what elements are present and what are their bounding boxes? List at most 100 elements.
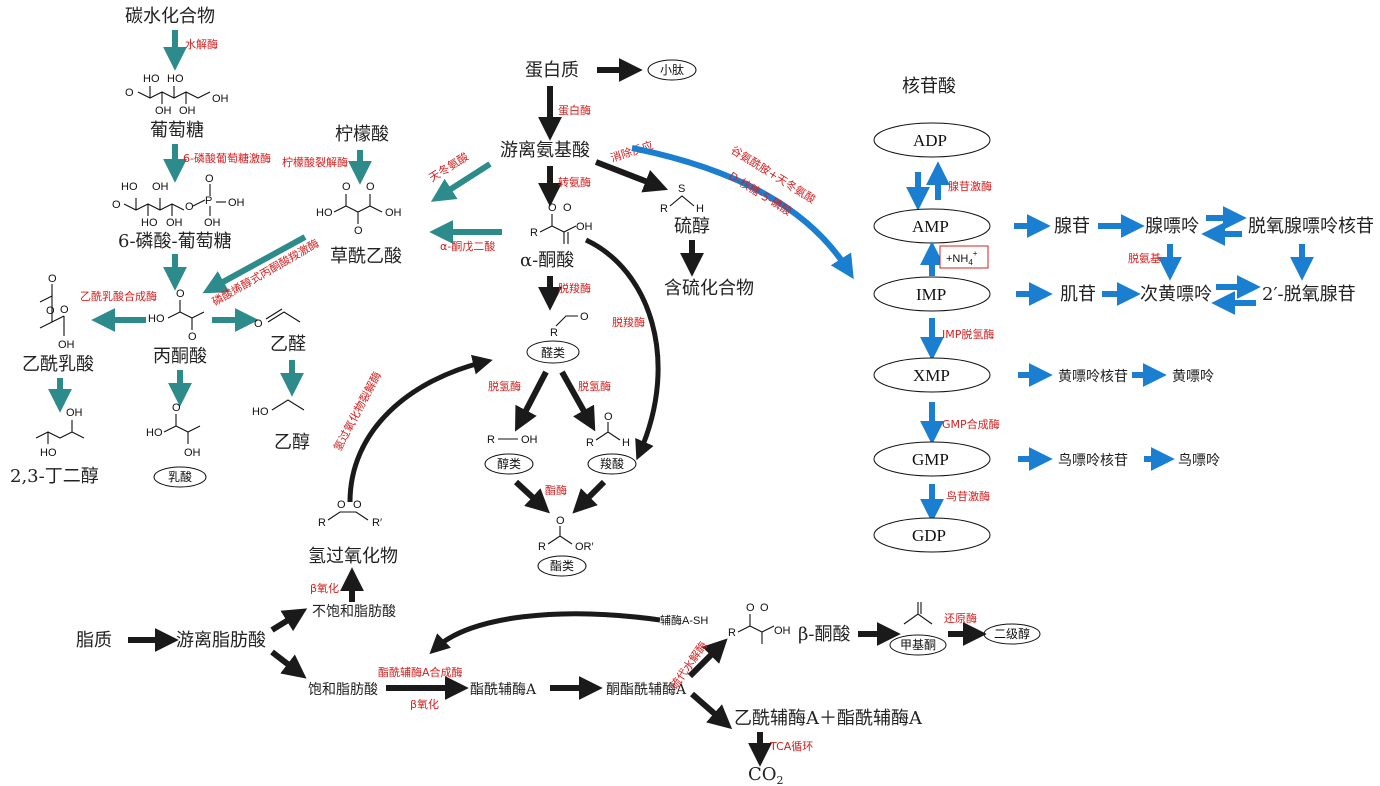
svg-text:OH: OH [152,181,169,193]
methyl-ketone-ellipse [889,634,947,656]
alpha-ketoacid-structure: R O O OH [530,202,593,244]
enzyme-imp-dh: IMP脱氢酶 [942,327,994,341]
enzyme-dehydrogenase1: 脱氢酶 [488,379,521,393]
svg-text:R: R [728,627,736,639]
svg-text:HO: HO [121,181,138,193]
node-xanthine: 黄嘌呤 [1172,368,1214,385]
svg-text:O: O [580,311,589,323]
svg-text:HO: HO [252,406,269,418]
svg-text:O: O [366,181,375,193]
svg-text:O: O [556,515,565,527]
arrow-aa-to-thiol [594,159,669,193]
svg-text:R: R [660,203,668,215]
node-inosine: 肌苷 [1060,284,1096,305]
node-xmp: XMP [913,366,950,385]
svg-text:OH: OH [66,407,83,419]
pyruvate-structure: HO O O [148,288,205,343]
node-g6p: 6-磷酸-葡萄糖 [118,231,232,252]
oxaloacetate-structure: HO O O O OH [316,181,402,237]
svg-text:R: R [550,327,558,339]
node-alcohols: 醇类 [497,456,521,471]
svg-text:O: O [112,199,121,211]
secondary-alcohol-ellipse [983,623,1041,645]
svg-text:OH: OH [166,217,183,229]
svg-text:HO: HO [316,207,333,219]
node-hypoxanthine: 次黄嘌呤 [1140,284,1212,305]
node-free-fatty-acid: 游离脂肪酸 [176,630,266,651]
node-nucleotide: 核苷酸 [902,76,956,97]
svg-text:HO: HO [40,447,57,459]
node-secondary-alcohol: 二级醇 [994,626,1030,641]
svg-text:O: O [125,87,134,99]
svg-text:O: O [46,305,55,317]
svg-text:O: O [353,499,362,511]
svg-text:H: H [622,437,630,449]
arrow-ketoacylcoa-to-betaketo [687,638,728,679]
enzyme-hydrolase: 水解酶 [185,37,218,51]
node-xanthosine: 黄嘌呤核苷 [1058,368,1128,385]
node-carbohydrate: 碳水化合物 [125,6,215,27]
g6p-structure: O HO OH HO OH O P O OH OH [112,173,245,229]
xmp-ellipse [873,357,991,393]
node-alpha-keto-acid: α-酮酸 [520,250,574,271]
enzyme-adenylate-kinase: 腺苷激酶 [948,179,992,193]
aldehyde-structure: R O [550,311,589,339]
aldehydes-ellipse [526,340,580,364]
node-deoxyinosine: 2′-脱氧腺苷 [1262,284,1356,305]
node-butanediol: 2,3-丁二醇 [10,466,99,487]
svg-text:O: O [337,499,346,511]
acetaldehyde-structure: O [254,308,301,330]
node-unsaturated-fa: 不饱和脂肪酸 [312,604,396,620]
svg-text:HO: HO [146,427,163,439]
arrow-aldehyde-to-carboxylic [559,370,596,432]
carboxylic-structure: R O H [586,411,630,449]
arrow-alcohol-to-ester [513,479,550,514]
node-glucose: 葡萄糖 [150,120,204,141]
svg-text:HO: HO [143,73,160,85]
svg-text:O: O [563,202,572,214]
node-free-amino-acids: 游离氨基酸 [500,140,590,161]
svg-text:OH: OH [179,105,196,117]
enzyme-citrate-lyase: 柠檬酸裂解酶 [282,155,348,169]
enzyme-akg: α-酮戊二酸 [440,239,495,253]
arrow-aa-to-oxaloacetate [430,161,492,202]
svg-text:O: O [60,304,69,316]
node-amp: AMP [912,217,949,236]
enzyme-hydroperoxide-lyase: 氢过氧化物裂解酶 [330,369,384,453]
svg-text:O: O [548,202,557,214]
enzyme-protease: 蛋白酶 [558,103,591,117]
svg-text:HO: HO [141,217,158,229]
node-acyl-coa: 酯酰辅酶A [470,682,537,698]
node-deoxyadenosine: 脱氧腺嘌呤核苷 [1248,216,1374,237]
svg-text:OH: OH [228,197,245,209]
node-adenosine: 腺苷 [1054,216,1090,237]
enzyme-beta-ox2: β氧化 [410,697,439,711]
svg-text:HO: HO [148,313,165,325]
node-acetolactate: 乙酰乳酸 [22,354,94,375]
svg-text:R: R [538,541,546,553]
svg-text:P: P [205,195,212,207]
enzyme-acetolactate-synthase: 乙酰乳酸合成酶 [80,289,157,303]
gmp-ellipse [873,441,991,477]
svg-text:O: O [760,602,769,614]
arrow-aldehyde-to-alcohol [515,370,549,432]
node-saturated-fa: 饱和脂肪酸 [308,682,378,698]
arrow-ffa-to-saturated [270,649,307,679]
butanediol-structure: OH HO [35,407,85,459]
methyl-ketone-structure [903,602,933,625]
curve-ketoacid-to-carboxylic [584,237,661,461]
esters-ellipse [537,555,587,577]
label-coa-sh: 辅酶A-SH [660,613,708,627]
enzyme-tca: TCA循环 [769,740,813,753]
arrow-ketoacylcoa-to-acetylcoa [690,691,733,730]
node-ethanol: 乙醇 [274,432,310,453]
svg-text:R: R [318,517,326,529]
node-guanosine: 鸟嘌呤核苷 [1058,453,1128,469]
enzyme-guanylate-kinase: 鸟苷激酶 [946,489,990,503]
enzyme-beta-ox1: β氧化 [310,581,339,595]
node-adenine: 腺嘌呤 [1145,216,1199,237]
curve-aa-to-amp [631,145,854,280]
arrow-oxaloacetate-to-pyruvate [202,234,307,294]
node-gdp: GDP [912,526,946,545]
node-lactic-acid: 乳酸 [168,469,192,484]
